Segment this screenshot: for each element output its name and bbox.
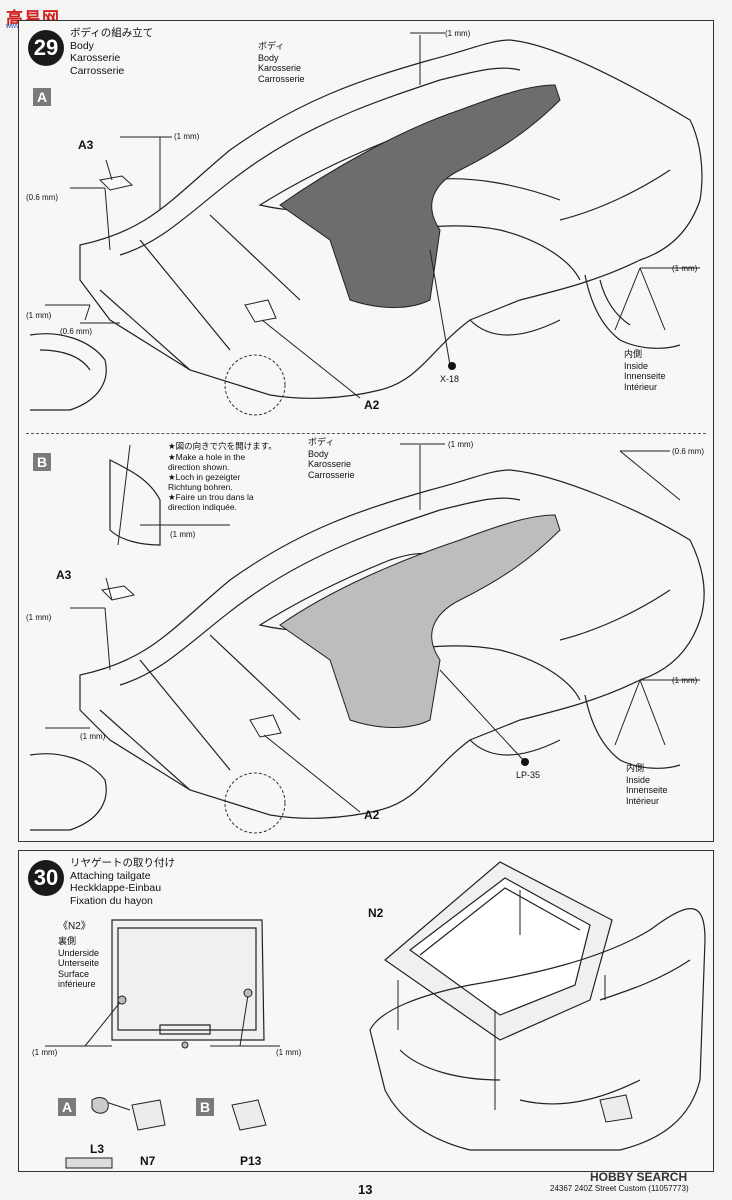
step29a-screw-2: (0.6 mm)	[26, 193, 58, 202]
step30-screw-left: (1 mm)	[32, 1048, 58, 1057]
step29a-part-a2: A2	[364, 398, 380, 412]
step30-title-en: Attaching tailgate	[70, 869, 151, 882]
step29b-body-de: Karosserie	[308, 459, 352, 469]
step30-part-l3: L3	[90, 1142, 105, 1156]
step29b-body-jp: ボディ	[308, 438, 335, 448]
step29b-screw-right: (1 mm)	[672, 676, 698, 685]
step29-title-fr: Carrosserie	[70, 64, 125, 77]
step29b-body-en: Body	[308, 448, 329, 459]
step29a-body-de: Karosserie	[258, 63, 302, 73]
step29-title-jp: ボディの組み立て	[70, 27, 154, 39]
step30-title-de: Heckklappe-Einbau	[70, 882, 162, 894]
step29a-body-fr: Carrosserie	[258, 73, 305, 84]
step29b-inside-en: Inside	[626, 774, 651, 785]
step30-underside: 裏側 Underside Unterseite Surface inférieu…	[58, 937, 99, 990]
step29a-inside: 内側 Inside Innenseite Intérieur	[624, 350, 666, 392]
step29a-screw-4: (0.6 mm)	[60, 327, 92, 336]
step29b-note-1: ★Make a hole in the	[168, 452, 246, 462]
step29a-body-jp: ボディ	[258, 42, 285, 52]
step29a-paint: X-18	[440, 374, 460, 384]
step29b-paint: LP-35	[516, 770, 541, 780]
step29b-note: ★図の向きで穴を開けます。 ★Make a hole in the direct…	[168, 442, 277, 512]
step29b-screw-top: (1 mm)	[448, 440, 474, 449]
step29b-note-6: direction indiquée.	[168, 502, 237, 512]
step30-n2-header: 《N2》	[58, 921, 91, 932]
step30-part-p13: P13	[240, 1154, 262, 1168]
step29b-screw-a3: (1 mm)	[26, 613, 52, 622]
step29a-screw-1: (1 mm)	[174, 132, 200, 141]
step29b-body-label: ボディ Body Karosserie Carrosserie	[308, 438, 355, 480]
step30-title-jp: リヤゲートの取り付け	[70, 857, 175, 869]
product-code: 24367 240Z Street Custom (11057773)	[550, 1184, 689, 1193]
step30-screw-right: (1 mm)	[276, 1048, 302, 1057]
step29b-part-a2: A2	[364, 808, 380, 822]
step29a-inside-de: Innenseite	[624, 371, 666, 381]
step29a-inside-fr: Intérieur	[624, 381, 658, 392]
step29b-note-3: ★Loch in gezeigter	[168, 472, 241, 482]
step29b-part-a3: A3	[56, 568, 72, 582]
step29-sub-a: A	[33, 88, 51, 106]
step29b-note-0: ★図の向きで穴を開けます。	[168, 442, 277, 452]
step30-underside-fr1: Surface	[58, 968, 90, 979]
step30-part-n7: N7	[140, 1154, 156, 1168]
step29a-screw-3: (1 mm)	[26, 311, 52, 320]
step29a-inside-en: Inside	[624, 360, 649, 371]
step29a-body-label: ボディ Body Karosserie Carrosserie	[258, 42, 305, 84]
step30-underside-jp: 裏側	[58, 937, 77, 947]
step29b-screw-06: (0.6 mm)	[672, 447, 704, 456]
step30-number: 30	[28, 860, 64, 896]
step29b-inside-de: Innenseite	[626, 785, 668, 795]
step29b-inside: 内側 Inside Innenseite Intérieur	[626, 764, 668, 806]
step30-part-n2: N2	[368, 906, 384, 920]
step29-title-en: Body	[70, 39, 94, 52]
step29b-note-2: direction shown.	[168, 462, 230, 472]
step29b-inside-jp: 内側	[626, 764, 645, 774]
step30-title-fr: Fixation du hayon	[70, 894, 153, 907]
step29b-screw-left: (1 mm)	[80, 732, 106, 741]
step29a-inside-jp: 内側	[624, 350, 643, 360]
footer-watermark: HOBBY SEARCH	[590, 1170, 688, 1184]
step29-title: ボディの組み立て Body Karosserie Carrosserie	[70, 27, 153, 77]
step29b-screw-drill: (1 mm)	[170, 530, 196, 539]
step29-sub-b: B	[33, 453, 51, 471]
step30-underside-de: Unterseite	[58, 958, 100, 968]
step29b-note-5: ★Faire un trou dans la	[168, 492, 254, 502]
step29a-screw-top: (1 mm)	[445, 29, 471, 38]
step29a-screw-5: (1 mm)	[672, 264, 698, 273]
step30-underside-en: Underside	[58, 947, 100, 958]
step29-divider	[26, 433, 706, 434]
step30-sub-a: A	[58, 1098, 76, 1116]
step29a-part-a3: A3	[78, 138, 94, 152]
step29-number: 29	[28, 30, 64, 66]
step29b-body-fr: Carrosserie	[308, 469, 355, 480]
page-number: 13	[358, 1182, 373, 1197]
step29-title-de: Karosserie	[70, 52, 121, 64]
step29a-body-en: Body	[258, 52, 279, 63]
step30-title: リヤゲートの取り付け Attaching tailgate Heckklappe…	[70, 857, 175, 907]
step29b-note-4: Richtung bohren.	[168, 482, 233, 492]
step30-sub-b: B	[196, 1098, 214, 1116]
step29b-inside-fr: Intérieur	[626, 795, 660, 806]
step30-underside-fr2: inférieure	[58, 979, 96, 989]
